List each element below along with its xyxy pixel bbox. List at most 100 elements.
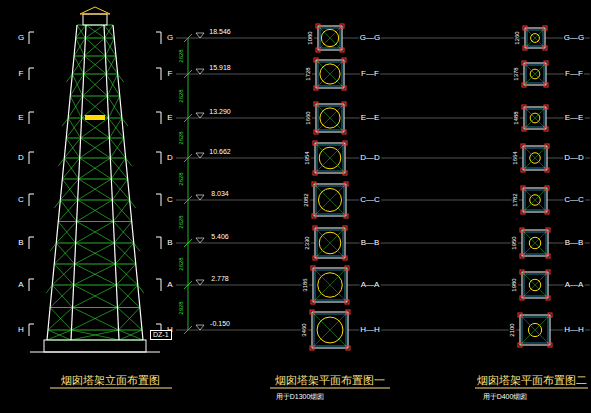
tower-brace xyxy=(71,330,119,340)
dimension-tick xyxy=(184,326,192,334)
plan-brace xyxy=(524,107,546,129)
dimension-tick xyxy=(184,154,192,162)
tower-brace xyxy=(64,138,80,158)
tower-brace xyxy=(74,56,84,74)
section-letter: D xyxy=(17,154,25,163)
corner-plate xyxy=(523,26,527,30)
title-underline xyxy=(475,388,588,389)
plan-square xyxy=(522,272,548,298)
corner-plate xyxy=(520,254,524,258)
tag-text: DZ-1 xyxy=(153,331,169,339)
tower-brace xyxy=(80,138,110,158)
section-mark xyxy=(29,68,34,80)
section-name: F—F xyxy=(564,70,584,79)
plan-brace xyxy=(523,146,547,170)
cabin-roof xyxy=(80,7,110,14)
tower-brace xyxy=(52,285,72,308)
tower-brace xyxy=(48,308,73,331)
plan-square xyxy=(314,184,346,216)
corner-plate xyxy=(314,58,318,62)
corner-plate xyxy=(521,186,525,190)
tower-brace xyxy=(50,285,74,308)
tower-strut xyxy=(66,138,124,139)
tower-brace xyxy=(111,158,125,179)
section-mark xyxy=(156,279,161,291)
elevation-value: 8.034 xyxy=(210,190,230,198)
outrigger xyxy=(46,285,52,293)
tower-strut xyxy=(74,56,116,57)
corner-plate xyxy=(546,296,550,300)
tower-brace xyxy=(119,308,140,331)
part-tag: DZ-1 xyxy=(150,330,172,340)
plan-square xyxy=(315,228,345,258)
corner-plate xyxy=(522,61,526,65)
title-underline xyxy=(50,388,172,389)
plan-brace xyxy=(315,143,345,173)
outrigger xyxy=(54,200,60,208)
corner-plate xyxy=(342,102,346,106)
tower-brace xyxy=(85,25,104,38)
section-name: D—D xyxy=(563,154,585,163)
tower-strut xyxy=(54,264,136,265)
corner-plate xyxy=(544,127,548,131)
tower-brace xyxy=(73,308,119,331)
tower-brace xyxy=(86,25,105,38)
plan-dimension: 1782 xyxy=(512,192,519,207)
corner-plate xyxy=(346,310,350,314)
plan-brace xyxy=(523,188,547,212)
outrigger xyxy=(62,118,68,126)
dimension-tick xyxy=(184,239,192,247)
section-mark xyxy=(156,152,161,164)
corner-plate xyxy=(522,83,526,87)
section-name: H—H xyxy=(563,326,585,335)
tower-brace xyxy=(62,158,79,179)
tower-brace xyxy=(81,118,109,138)
tower-brace xyxy=(60,179,78,200)
tower-brace xyxy=(83,74,107,96)
tower-brace xyxy=(112,200,131,222)
tower-leg xyxy=(47,25,77,340)
tower-brace xyxy=(117,285,137,308)
tower-brace xyxy=(106,56,116,74)
tower-brace xyxy=(79,179,113,200)
tower-leg xyxy=(104,25,119,340)
corner-plate xyxy=(313,226,317,230)
tower-strut xyxy=(58,221,131,222)
drawing-subtitle: 用于D400烟囱 xyxy=(482,393,529,401)
tower-brace xyxy=(74,285,118,308)
tower-brace xyxy=(117,308,142,331)
tower-brace xyxy=(73,285,117,308)
section-letter: E xyxy=(166,114,173,123)
tower-brace xyxy=(109,138,125,158)
plan-brace xyxy=(523,146,547,170)
section-name: A—A xyxy=(360,281,381,290)
plan-brace xyxy=(315,228,345,258)
plan-brace xyxy=(318,26,342,50)
plan-brace xyxy=(316,104,344,132)
plan-square xyxy=(316,60,344,88)
corner-plate xyxy=(314,86,318,90)
corner-plate xyxy=(544,105,548,109)
dimension-value: 2628 xyxy=(178,130,185,145)
tower-brace xyxy=(77,200,113,222)
elevation-mark xyxy=(196,280,204,285)
tower-brace xyxy=(54,243,75,264)
plan-dimension: 1378 xyxy=(513,66,520,81)
elevation-value: 2.778 xyxy=(210,275,230,283)
plan-square xyxy=(525,28,545,48)
corner-plate xyxy=(316,48,320,52)
plan-brace xyxy=(525,28,545,48)
section-letter: E xyxy=(17,114,24,123)
plan-brace xyxy=(314,184,346,216)
dimension-tick xyxy=(184,70,192,78)
plan-dimension: 2330 xyxy=(304,235,311,250)
title-underline xyxy=(270,388,390,389)
plan-dimension: 1728 xyxy=(305,66,312,81)
plan-square xyxy=(318,26,342,50)
elevation-value: -0.150 xyxy=(209,320,231,328)
plan-brace xyxy=(313,268,347,302)
tower-leg xyxy=(113,25,143,340)
tower-brace xyxy=(72,74,82,96)
tower-strut xyxy=(72,74,117,75)
